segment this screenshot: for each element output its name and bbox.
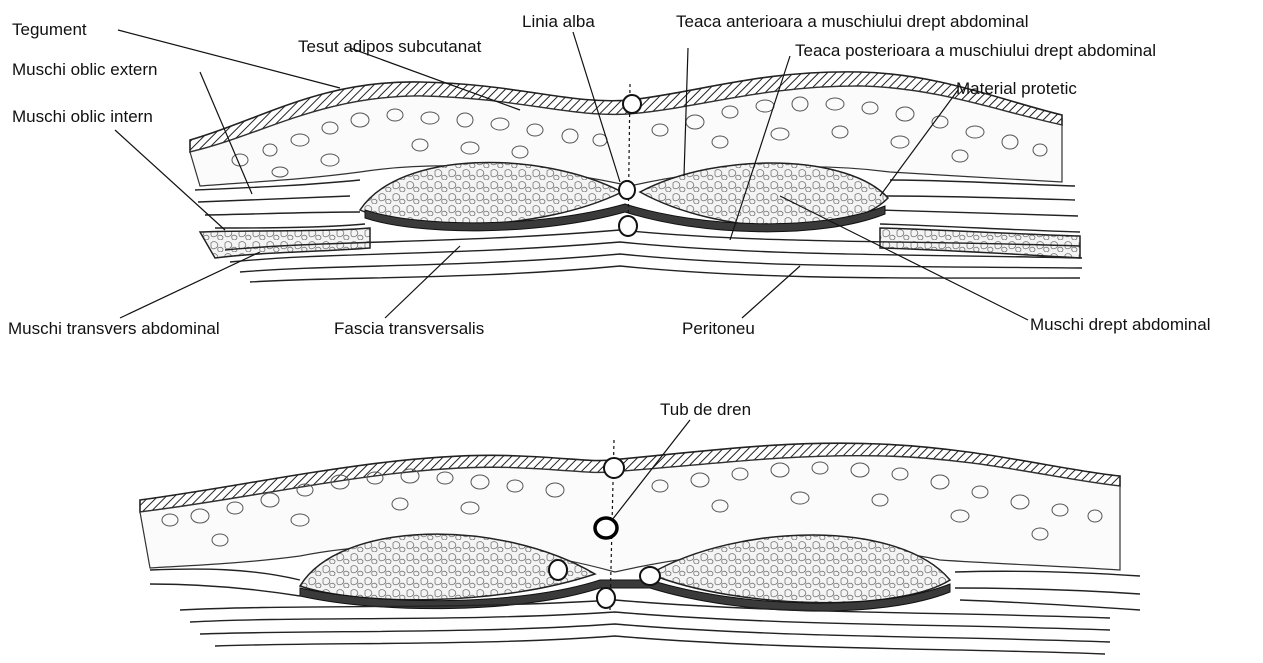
label-fascia: Fascia transversalis: [334, 319, 484, 338]
label-oblic-intern: Muschi oblic intern: [12, 107, 153, 126]
label-oblic-extern: Muschi oblic extern: [12, 60, 158, 79]
top-panel: Tegument Tesut adipos subcutanat Linia a…: [8, 12, 1210, 338]
label-peritoneu: Peritoneu: [682, 319, 755, 338]
label-teaca-anterioara: Teaca anterioara a muschiului drept abdo…: [676, 12, 1028, 31]
label-tesut-adipos: Tesut adipos subcutanat: [298, 37, 482, 56]
label-material-protetic: Material protetic: [956, 79, 1077, 98]
right-lateral-muscles: [880, 180, 1080, 232]
label-tub-de-dren: Tub de dren: [660, 400, 751, 419]
fat-layer-bottom: [140, 456, 1120, 572]
label-linia-alba: Linia alba: [522, 12, 595, 31]
label-tegument: Tegument: [12, 20, 87, 39]
label-teaca-posterioara: Teaca posterioara a muschiului drept abd…: [795, 41, 1156, 60]
bottom-panel: Tub de dren: [140, 400, 1140, 654]
left-lateral-muscles: [195, 180, 365, 228]
deep-layers-bottom: [180, 600, 1110, 654]
label-drept-abdominal: Muschi drept abdominal: [1030, 315, 1210, 334]
drain-tube: [595, 518, 617, 538]
label-transvers: Muschi transvers abdominal: [8, 319, 220, 338]
